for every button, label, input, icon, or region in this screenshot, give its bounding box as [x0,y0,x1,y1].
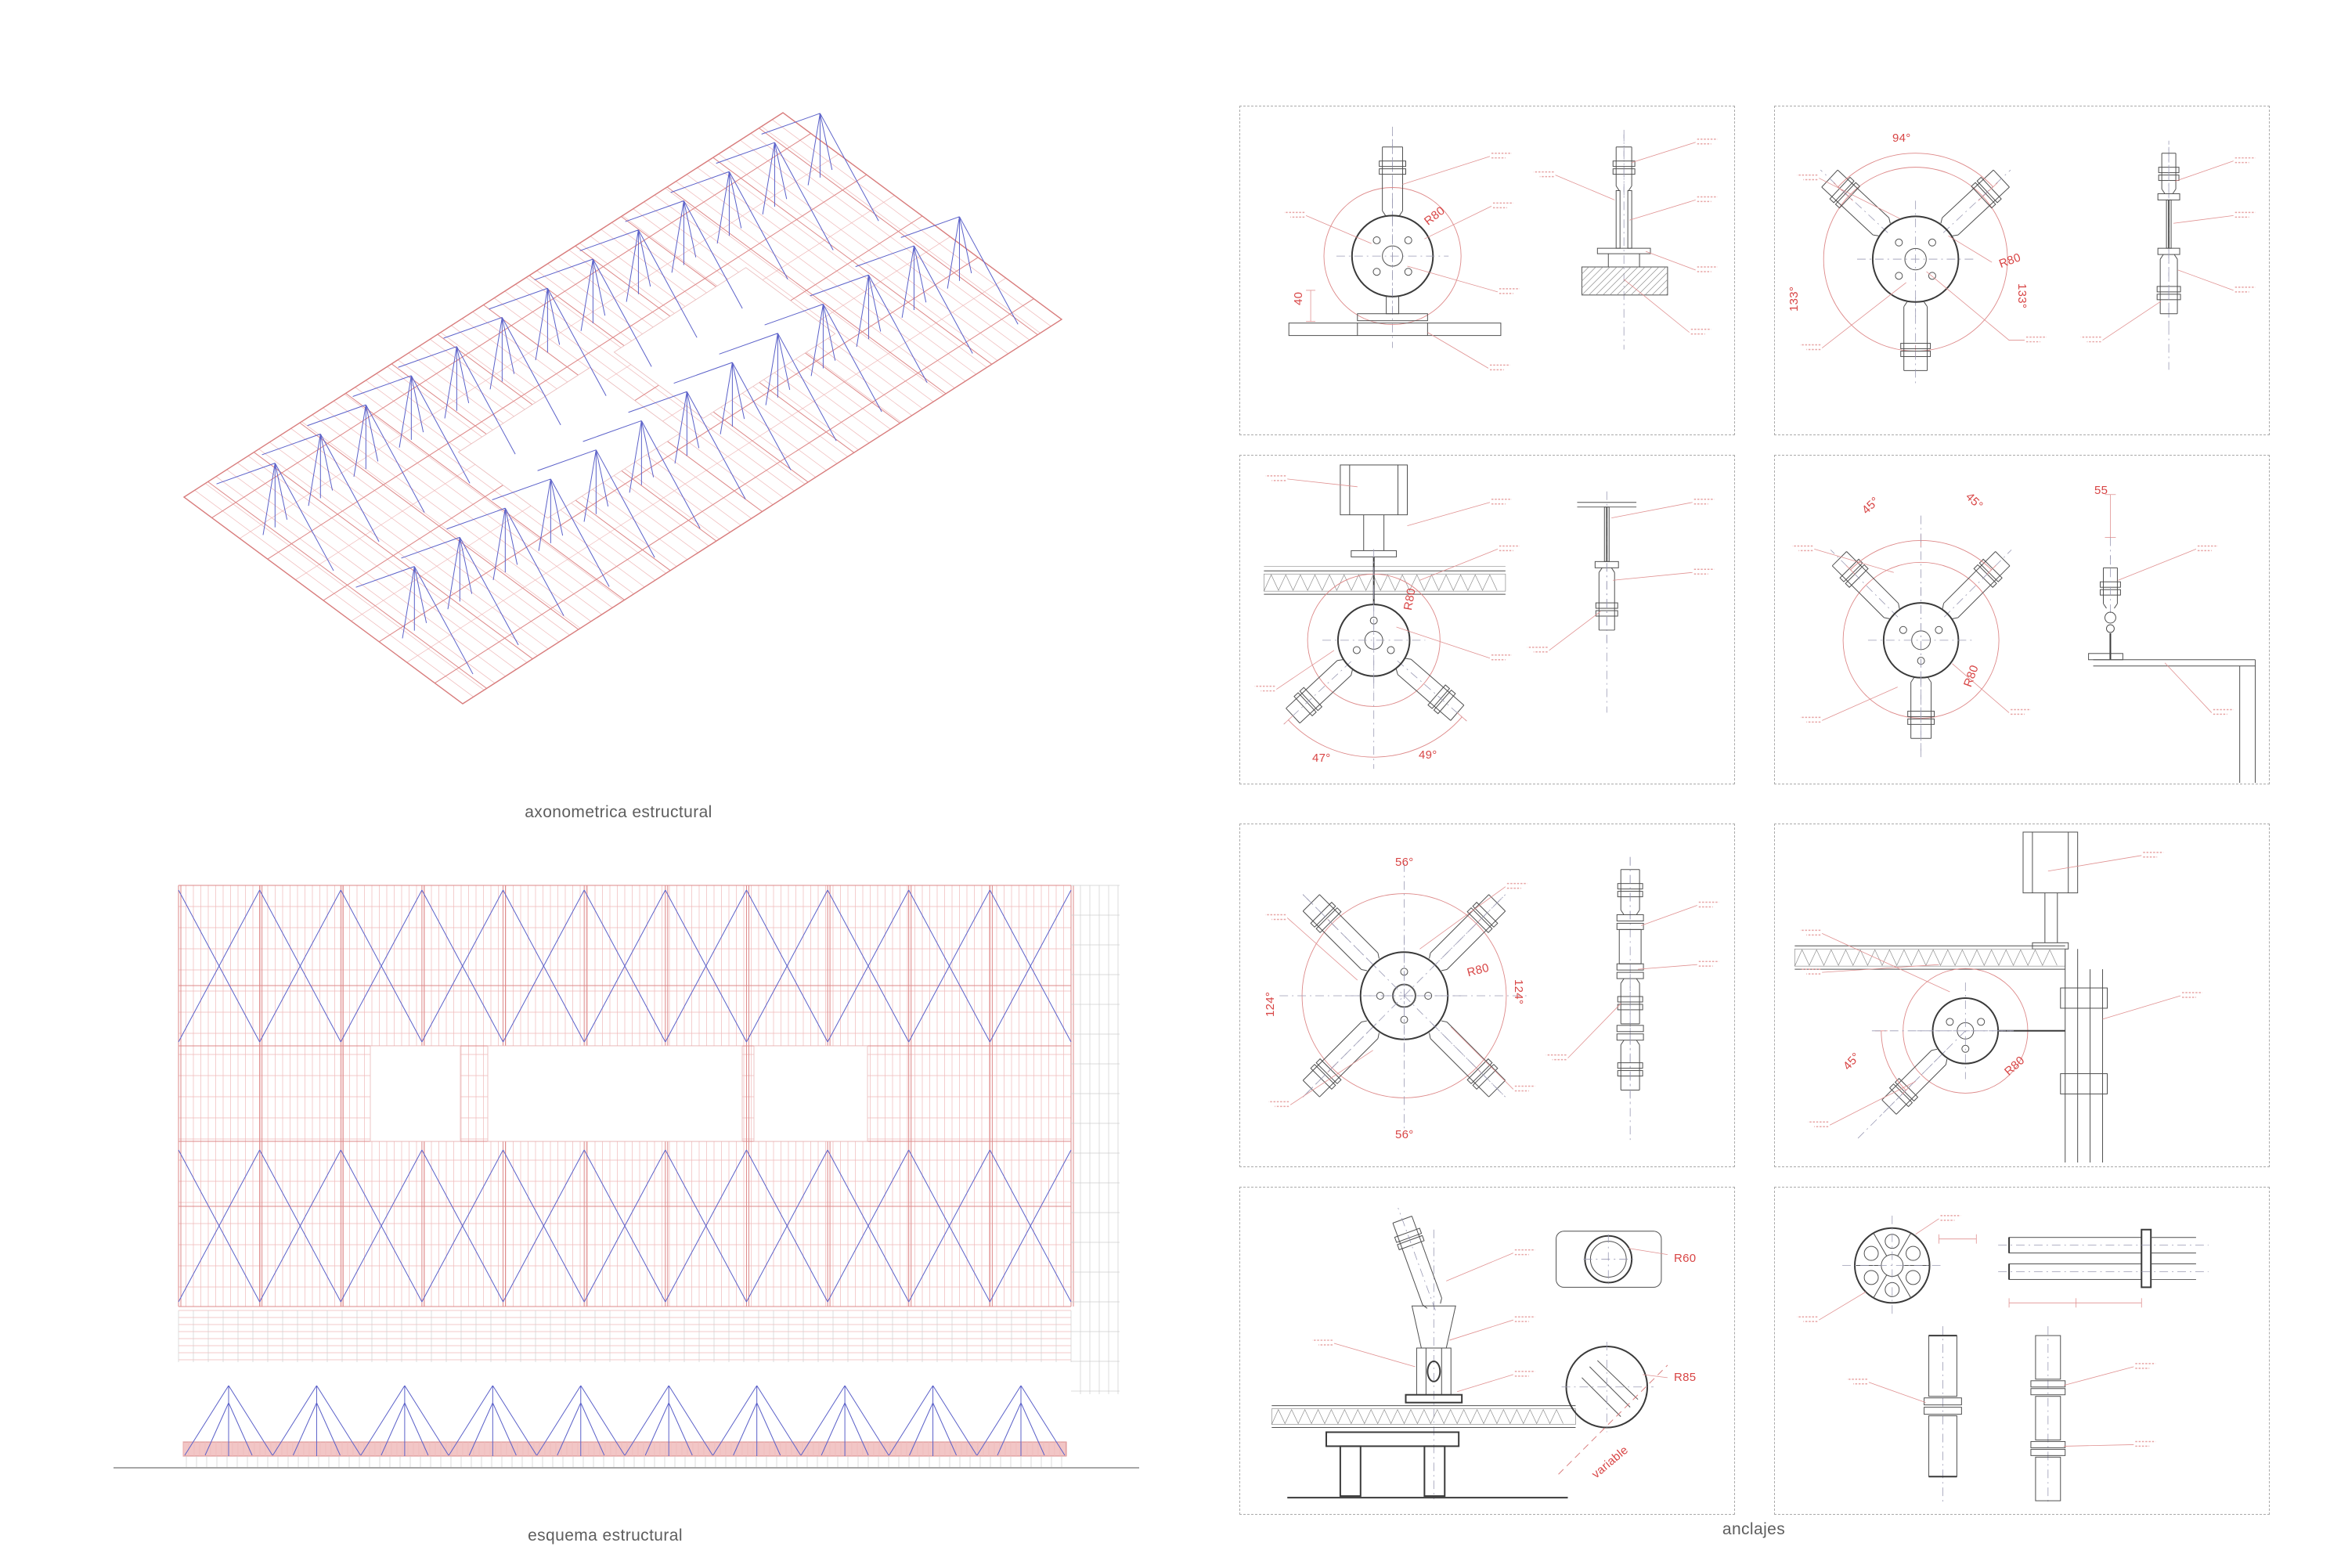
anchor-panel-3: R80 47° 49° [1239,455,1735,784]
dim-offset: 55 [2094,484,2108,497]
anchor-panel-4: 45° 45° 55 R80 [1774,455,2270,784]
anchor-panel-8-drawing [1797,1215,2209,1506]
dim-radius-bottom: R85 [1674,1371,1697,1384]
anchor-panel-6-drawing [1794,831,2202,1163]
axonometric-drawing [182,112,1063,705]
dim-angle-left: 133° [1787,286,1801,312]
dim-offset: 40 [1292,291,1305,305]
anchor-panel-1: R80 40 [1239,106,1735,435]
anchor-panel-6: 45° R80 [1774,824,2270,1167]
dim-angle-left: 124° [1264,991,1277,1017]
anchor-panel-5: 56° 56° 124° 124° R80 [1239,824,1735,1167]
dim-angle-top: 56° [1395,856,1414,869]
dim-angle-right: 49° [1419,748,1437,762]
dim-angle-bottom: 56° [1395,1128,1414,1141]
axonometric-caption: axonometrica estructural [525,803,712,821]
anchor-panel-5-drawing [1265,856,1719,1141]
anchor-panel-3-drawing [1254,464,1715,770]
anchor-panel-2-drawing [1797,140,2256,384]
dim-angle-left: 47° [1312,752,1331,765]
anchor-panel-7-drawing [1271,1207,1668,1500]
anchor-panel-4-drawing [1792,494,2256,784]
scheme-caption: esquema estructural [528,1527,683,1545]
dim-radius-top: R60 [1674,1252,1697,1265]
anchor-panel-7: R60 R85 variable [1239,1187,1735,1515]
anchor-panel-2: 94° 133° 133° R80 [1774,106,2270,435]
anchor-panel-1-drawing [1284,126,1718,371]
dim-angle-right: 133° [2015,283,2029,309]
scheme-drawing [114,885,1139,1469]
dim-angle-right: 124° [1512,979,1525,1005]
anchor-panel-8 [1774,1187,2270,1515]
dim-angle-top: 94° [1892,132,1911,145]
anchors-caption: anclajes [1722,1520,1786,1538]
